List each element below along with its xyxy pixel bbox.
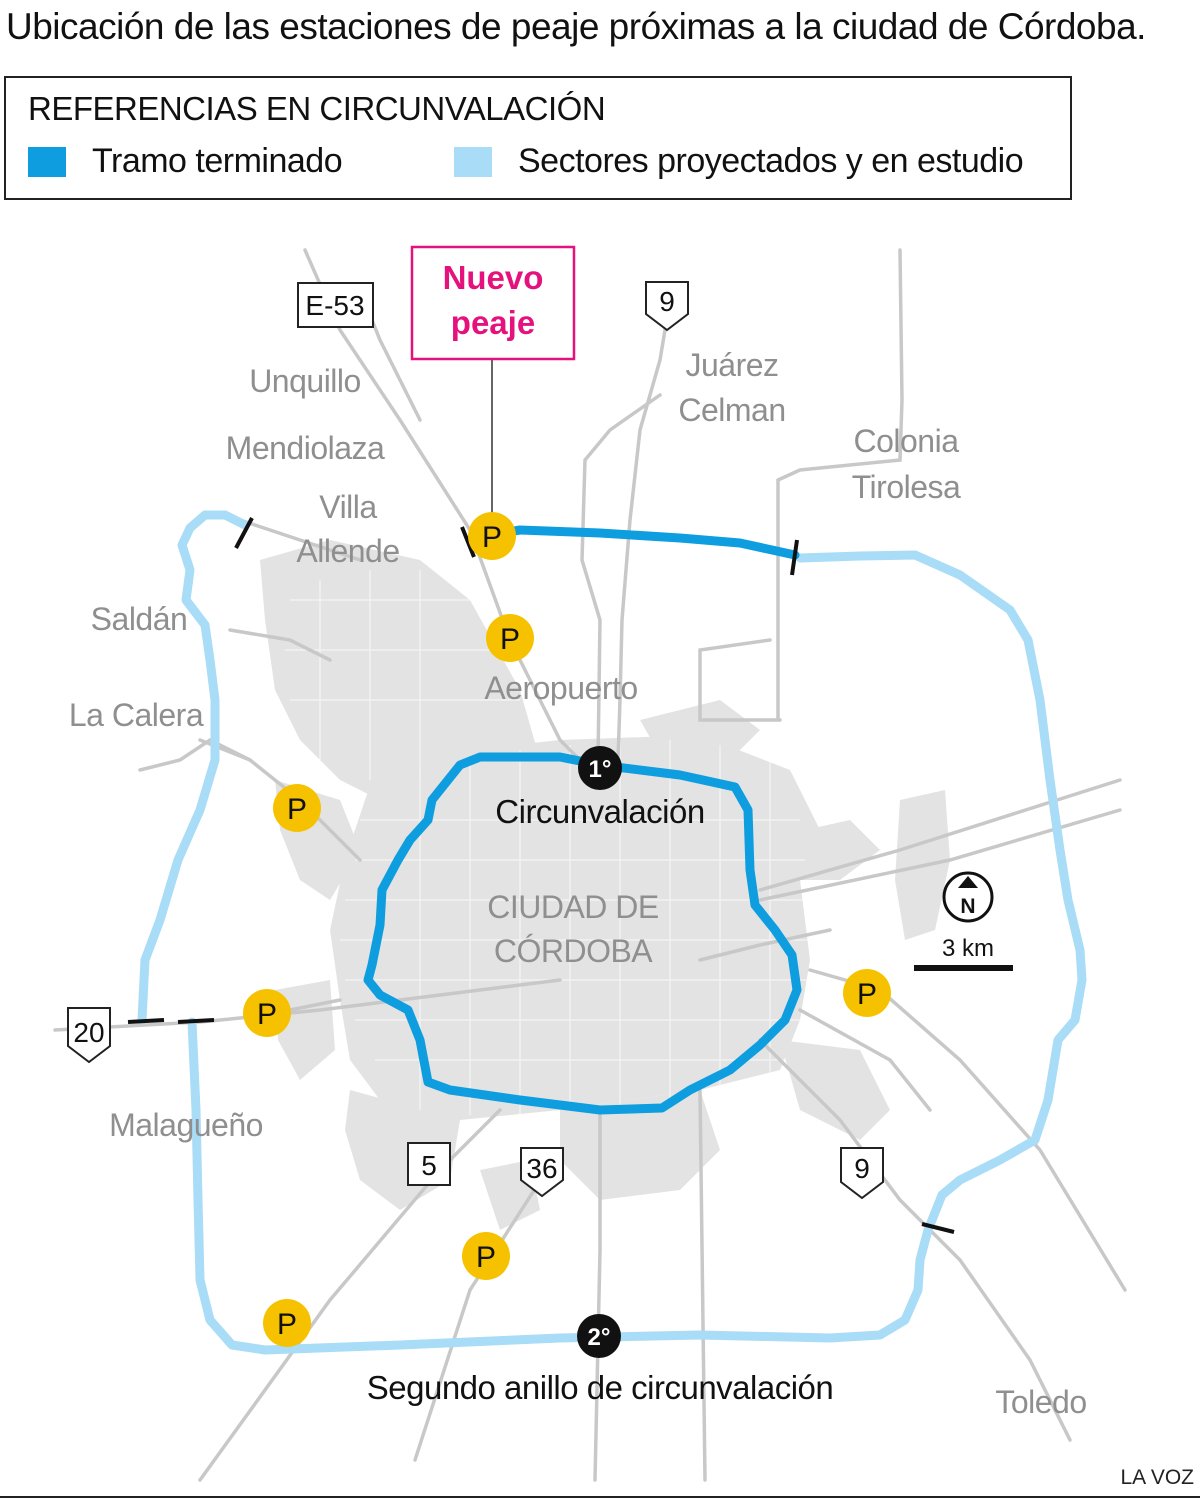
- toll-station-north: P: [468, 512, 516, 560]
- route-label-9-south: 9: [854, 1153, 870, 1184]
- legend-label-finished: Tramo terminado: [92, 142, 343, 180]
- rect-shield-5: [407, 1142, 451, 1186]
- ring-badge-1: 1°: [578, 746, 622, 790]
- place-villa-allende-1: Villa: [319, 489, 377, 525]
- toll-letter: P: [857, 978, 877, 1011]
- route-shield-20: 20: [67, 1007, 111, 1064]
- map-title: Ubicación de las estaciones de peaje pró…: [6, 6, 1146, 47]
- route-label-e53: E-53: [305, 290, 364, 321]
- toll-station-airport: P: [486, 614, 534, 662]
- street-grid: [285, 570, 812, 1115]
- route-label-9-north: 9: [659, 286, 675, 317]
- shield-outline-20: [67, 1007, 111, 1064]
- toll-station-la-calera: P: [273, 784, 321, 832]
- toll-station-route-36: P: [462, 1232, 510, 1280]
- toll-letter: P: [482, 521, 502, 554]
- shield-outline-36: [520, 1147, 564, 1198]
- place-toledo: Toledo: [995, 1384, 1086, 1420]
- legend-label-projected: Sectores proyectados y en estudio: [518, 142, 1024, 180]
- place-villa-allende-2: Allende: [296, 533, 399, 569]
- toll-letter: P: [500, 623, 520, 656]
- toll-stations: P P P P P P P: [243, 512, 891, 1347]
- ring-badge-1-text: 1°: [589, 756, 612, 783]
- north-arrow: N: [942, 871, 994, 923]
- city-label-1: CIUDAD DE: [487, 889, 659, 925]
- place-juarez-1: Juárez: [685, 347, 778, 383]
- urban-area: [260, 540, 950, 1230]
- shield-outline-9-north: [645, 281, 689, 332]
- place-juarez-2: Celman: [678, 392, 785, 428]
- toll-station-route-9-south: P: [843, 969, 891, 1017]
- place-unquillo: Unquillo: [249, 363, 361, 399]
- callout-box: [410, 245, 576, 361]
- place-la-calera: La Calera: [69, 697, 204, 733]
- toll-letter: P: [287, 793, 307, 826]
- north-letter: N: [960, 895, 975, 918]
- scale-label: 3 km: [942, 935, 994, 962]
- boundary-ticks: [127, 517, 955, 1234]
- toll-letter: P: [257, 998, 277, 1031]
- toll-letter: P: [277, 1308, 297, 1341]
- route-label-36: 36: [526, 1153, 557, 1184]
- road-network: [53, 248, 1127, 1482]
- scale-bar: 3 km: [914, 935, 1013, 971]
- callout-line-1: Nuevo: [443, 259, 544, 296]
- ring-label-1: Circunvalación: [495, 793, 704, 830]
- shield-outline-9-south: [840, 1147, 884, 1200]
- toll-map: Nuevo peaje E-53 9 20 5 36 9 Unquillo Me…: [0, 245, 1200, 1498]
- rect-shield-e53: [297, 282, 374, 328]
- place-saldan: Saldán: [91, 601, 188, 637]
- legend-swatch-projected: [454, 146, 492, 177]
- new-toll-callout: Nuevo peaje: [410, 245, 576, 515]
- city-label-2: CÓRDOBA: [494, 933, 653, 969]
- place-malagueno: Malagueño: [109, 1107, 263, 1143]
- ring-badge-2-text: 2°: [588, 1324, 611, 1351]
- route-label-20: 20: [73, 1017, 104, 1048]
- legend-box: REFERENCIAS EN CIRCUNVALACIÓN Tramo term…: [4, 76, 1072, 200]
- north-arrow-icon: [958, 876, 978, 888]
- legend-item-projected: Sectores proyectados y en estudio: [454, 142, 1024, 181]
- toll-letter: P: [476, 1241, 496, 1274]
- route-shield-9-south: 9: [840, 1147, 884, 1200]
- callout-line-2: peaje: [451, 304, 535, 341]
- route-shield-e53: E-53: [297, 282, 374, 328]
- route-shield-36: 36: [520, 1147, 564, 1198]
- ring-badge-2: 2°: [577, 1314, 621, 1358]
- legend-item-finished: Tramo terminado: [28, 142, 343, 181]
- ring-label-2: Segundo anillo de circunvalación: [367, 1369, 834, 1406]
- place-colonia-2: Tirolesa: [852, 469, 961, 505]
- place-aeropuerto: Aeropuerto: [484, 670, 637, 706]
- place-colonia-1: Colonia: [853, 423, 959, 459]
- route-shield-5: 5: [407, 1142, 451, 1186]
- route-label-5: 5: [421, 1150, 437, 1181]
- place-mendiolaza: Mendiolaza: [226, 430, 385, 466]
- legend-swatch-finished: [28, 146, 66, 177]
- route-shield-9-north: 9: [645, 281, 689, 332]
- toll-station-route-20: P: [243, 989, 291, 1037]
- credit: LA VOZ: [1120, 1466, 1194, 1489]
- legend-heading: REFERENCIAS EN CIRCUNVALACIÓN: [28, 90, 606, 127]
- toll-station-route-5: P: [263, 1299, 311, 1347]
- projected-ring-sectors: [137, 510, 1087, 1355]
